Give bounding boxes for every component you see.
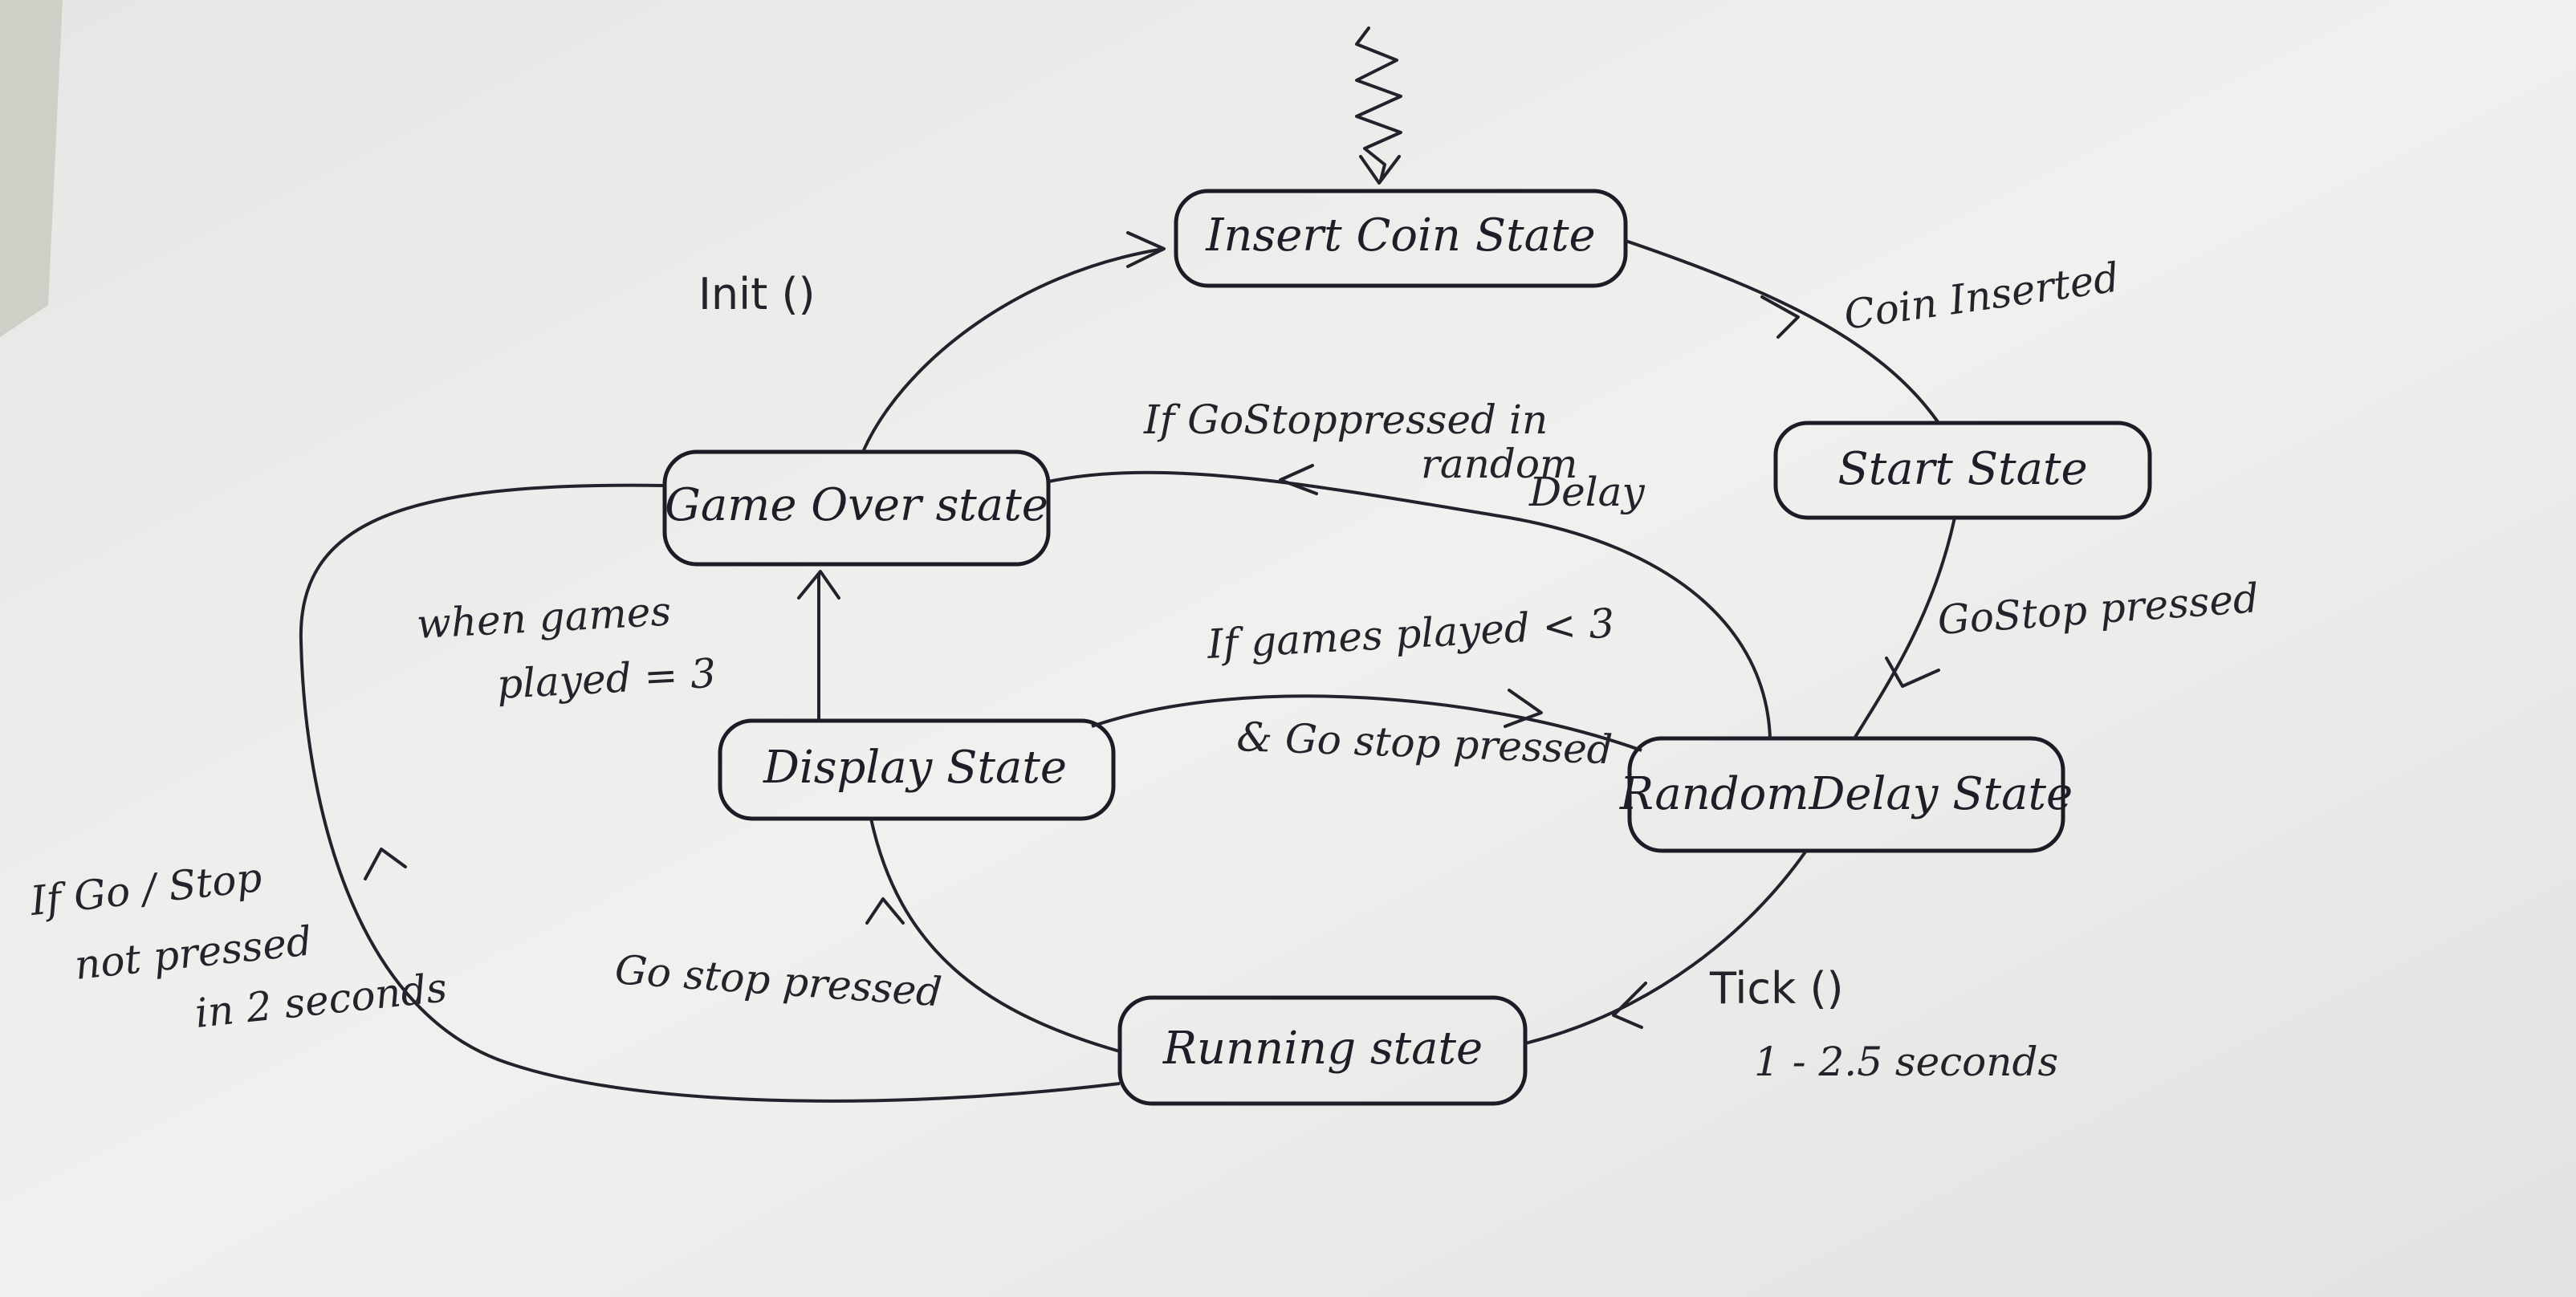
label-init: Init ()	[698, 269, 816, 319]
state-label: RandomDelay State	[1619, 768, 2073, 820]
state-label: Game Over state	[665, 479, 1048, 531]
state-box	[1773, 421, 2152, 520]
state-label: Display State	[763, 742, 1067, 794]
arrowhead-tick	[1612, 982, 1647, 1029]
state-running: Running state	[1117, 995, 1528, 1106]
edge-start-to-random	[1853, 517, 1956, 740]
arrowhead-display-to-random	[1504, 689, 1543, 728]
state-label: Start State	[1837, 443, 2087, 495]
initial-squiggle	[1355, 26, 1402, 182]
edge-gameover-to-insert	[861, 247, 1165, 453]
edge-display-to-random	[1091, 694, 1642, 752]
label-early-press-line3: Delay	[1528, 469, 1645, 515]
arrowhead-running-to-display	[865, 897, 905, 925]
state-box	[662, 449, 1051, 567]
arrowhead-coin-inserted	[1760, 295, 1800, 339]
state-game-over: Game Over state	[662, 449, 1051, 567]
edge-random-to-gameover	[1048, 470, 1772, 739]
label-early-press-line2: random	[1421, 441, 1577, 487]
arrowhead-gostop-start	[1885, 657, 1940, 688]
label-tick-duration: 1 - 2.5 seconds	[1754, 1039, 2058, 1085]
state-start: Start State	[1773, 421, 2152, 520]
state-insert-coin: Insert Coin State	[1174, 189, 1628, 288]
edge-random-to-running	[1524, 849, 1808, 1045]
label-played-equals-three: played = 3	[496, 650, 718, 708]
edge-running-to-display	[869, 818, 1121, 1053]
state-label: Running state	[1162, 1023, 1483, 1075]
arrowhead-init	[1126, 231, 1166, 268]
edge-insert-to-start	[1625, 239, 1940, 425]
state-box	[1174, 189, 1628, 288]
state-box	[718, 718, 1116, 821]
initial-arrowhead	[1359, 155, 1401, 185]
state-box	[1627, 736, 2065, 853]
state-display: Display State	[718, 718, 1116, 821]
edge-running-to-gameover	[299, 483, 1121, 1103]
arrowhead-random-to-gameover	[1279, 464, 1318, 495]
state-label: Insert Coin State	[1205, 209, 1595, 262]
label-early-press-line1: If GoStoppressed in	[1143, 396, 1548, 443]
state-random-delay: RandomDelay State	[1619, 736, 2073, 853]
arrowhead-timeout	[364, 848, 407, 880]
arrowhead-display-to-gameover	[797, 570, 840, 600]
label-tick: Tick ()	[1709, 963, 1844, 1014]
